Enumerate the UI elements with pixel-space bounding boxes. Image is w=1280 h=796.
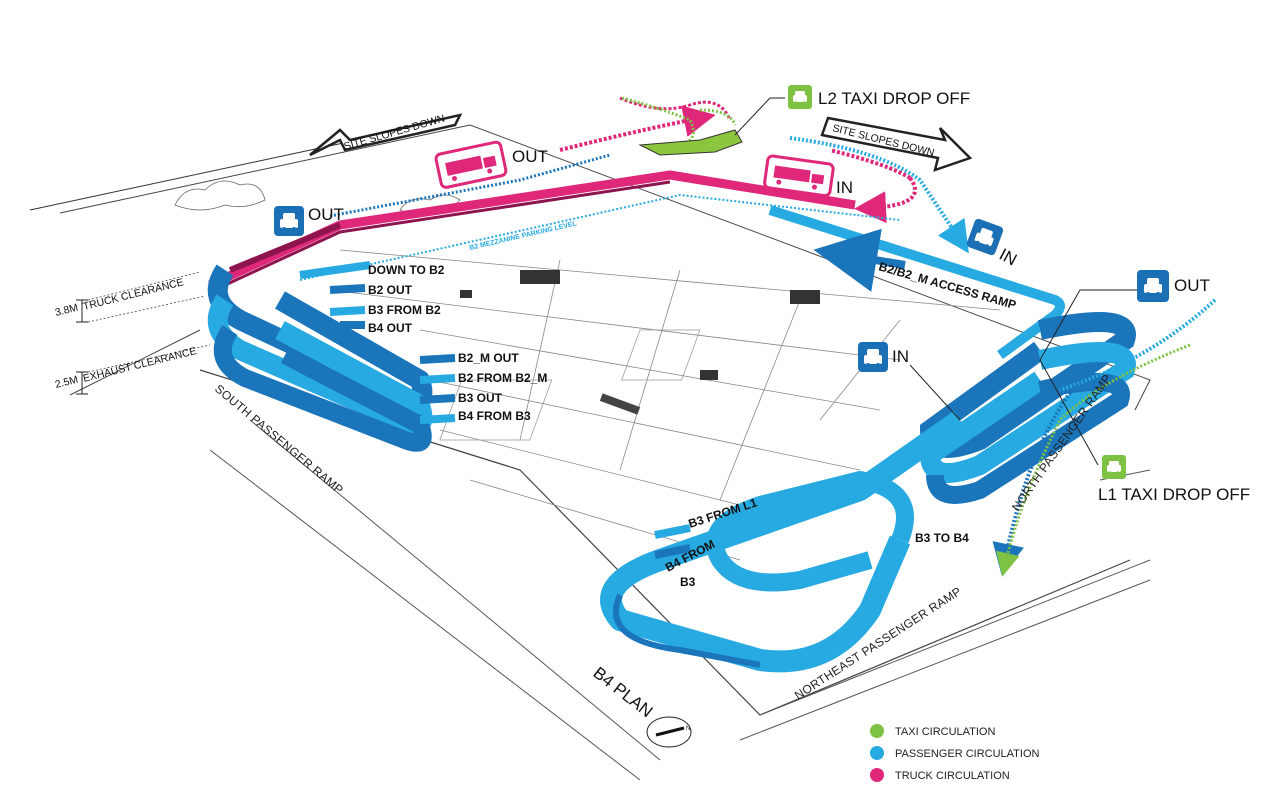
b2-from-b2m-label: B2 FROM B2_M: [458, 371, 547, 385]
b4-from-b3-label: B4 FROM B3: [458, 409, 531, 423]
car-icon: [274, 206, 304, 236]
car-in-leader-line: [909, 364, 961, 421]
plan-title: B4 PLAN: [590, 663, 657, 721]
l1-taxi-drop-off-label: L1 TAXI DROP OFF: [1098, 485, 1250, 504]
truck-clearance-annotation: 3.8M TRUCK CLEARANCE: [54, 271, 206, 323]
b2-access-ramp: [768, 205, 1065, 360]
car-out-left-label: OUT: [308, 205, 344, 224]
legend: TAXI CIRCULATION PASSENGER CIRCULATION TRU…: [870, 724, 1040, 782]
b3-from-b2-label: B3 FROM B2: [368, 303, 441, 317]
exhaust-clearance-value: 2.5M: [54, 374, 80, 391]
b4-from-b3-lower-label-2: B3: [680, 575, 696, 589]
truck-out-label: OUT: [512, 147, 548, 166]
mezzanine-line: [299, 193, 901, 281]
north-arrow-icon: N: [646, 716, 692, 748]
dotted-flows: [329, 96, 1217, 577]
truck-clearance-value: 3.8M: [54, 302, 80, 319]
b2m-out-label: B2_M OUT: [458, 351, 519, 365]
legend-label: TRUCK CIRCULATION: [895, 770, 1010, 782]
exhaust-clearance-annotation: 2.5M EXHAUST CLEARANCE: [54, 344, 211, 395]
taxi-icon: [1102, 455, 1126, 479]
car-out-right-label: OUT: [1174, 276, 1210, 295]
legend-label: TAXI CIRCULATION: [895, 726, 995, 738]
truck-icon: [434, 140, 508, 189]
l1-leader-line: [1039, 289, 1140, 466]
legend-label: PASSENGER CIRCULATION: [895, 748, 1040, 760]
b3-out-label: B3 OUT: [458, 391, 503, 405]
north-ramp-loops: [919, 312, 1136, 504]
l2-taxi-zone: [638, 129, 743, 156]
truck-clearance-label: TRUCK CLEARANCE: [82, 276, 185, 313]
truck-circulation: [208, 96, 917, 294]
car-icon: [1137, 270, 1169, 302]
south-ramp-loops: [207, 261, 456, 452]
b3-to-b4-label: B3 TO B4: [915, 531, 969, 545]
car-icon: [858, 342, 888, 372]
l2-leader-line: [734, 97, 785, 136]
exhaust-clearance-label: EXHAUST CLEARANCE: [82, 345, 198, 385]
b2-out-label: B2 OUT: [368, 283, 413, 297]
b2-mezzanine-label: B2 MEZZANINE PARKING LEVEL: [469, 220, 578, 252]
site-slopes-down-left-arrow: SITE SLOPES DOWN: [309, 113, 463, 157]
taxi-icon: [788, 85, 812, 109]
legend-swatch: [870, 768, 884, 782]
down-to-b2-label: DOWN TO B2: [368, 263, 445, 277]
l2-taxi-drop-off-label: L2 TAXI DROP OFF: [818, 89, 970, 108]
north-letter: N: [686, 726, 690, 732]
car-in-top-right-label: IN: [996, 245, 1020, 270]
car-icon: [966, 218, 1004, 256]
b4-out-label: B4 OUT: [368, 321, 413, 335]
legend-swatch: [870, 724, 884, 738]
truck-icon: [763, 154, 835, 198]
site-slopes-down-right-arrow: SITE SLOPES DOWN: [820, 116, 973, 172]
legend-swatch: [870, 746, 884, 760]
access-ramp-arrow: [813, 228, 906, 292]
car-in-center-label: IN: [892, 347, 909, 366]
truck-in-label: IN: [836, 178, 853, 197]
northeast-oval-ramp: [600, 410, 967, 673]
site-slopes-down-left-label: SITE SLOPES DOWN: [343, 113, 447, 153]
